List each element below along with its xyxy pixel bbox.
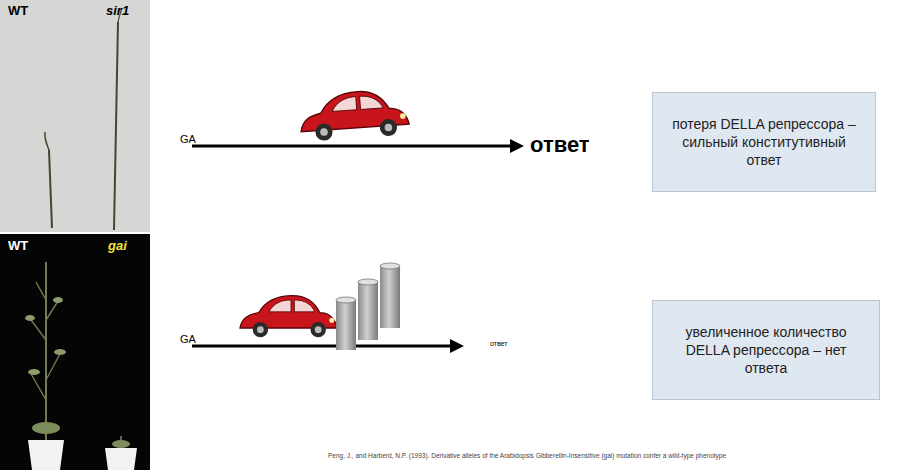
box-text: потеря DELLA репрессора – сильный консти… xyxy=(663,115,865,170)
hormone-label: GA xyxy=(180,333,196,345)
response-label: ответ xyxy=(490,340,507,348)
citation: Peng, J., and Harberd, N.P. (1993). Deri… xyxy=(328,452,726,459)
photo-label: WT xyxy=(8,239,28,253)
response-label: ответ xyxy=(530,133,590,157)
photo-label: sir1 xyxy=(106,4,129,18)
photo-label: gai xyxy=(108,239,127,253)
info-box: увеличенное количество DELLA репрессора … xyxy=(652,300,880,400)
info-box: потеря DELLA репрессора – сильный консти… xyxy=(652,92,876,192)
box-text: увеличенное количество DELLA репрессора … xyxy=(663,323,869,378)
photo-label: WT xyxy=(8,4,28,18)
hormone-label: GA xyxy=(180,133,196,145)
